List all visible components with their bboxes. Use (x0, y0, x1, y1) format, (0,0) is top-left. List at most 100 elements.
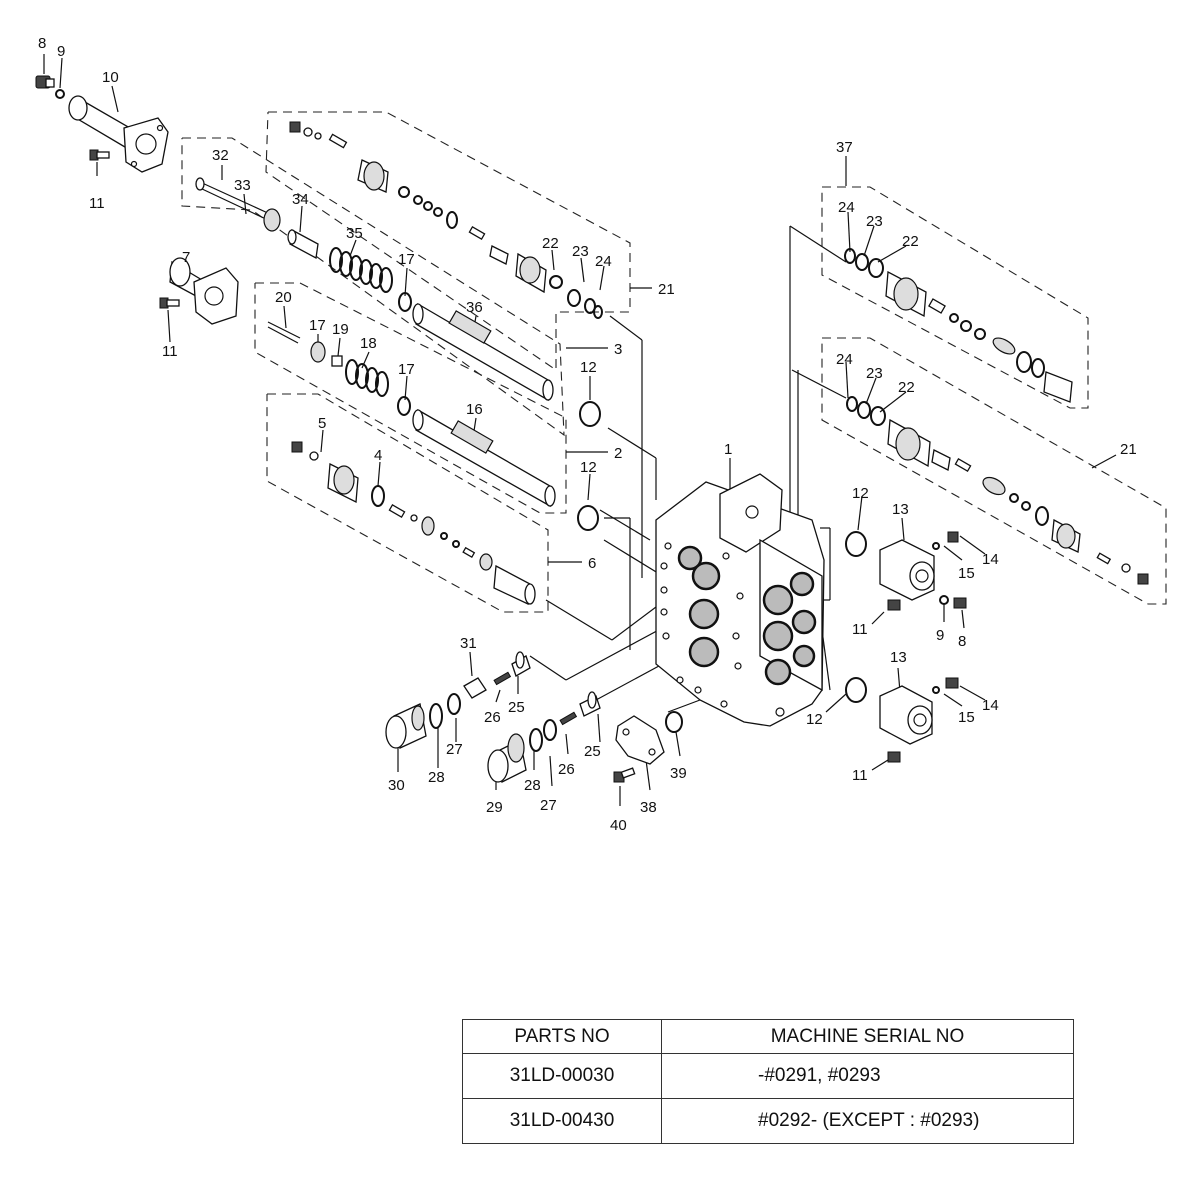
block-13-lower (845, 677, 959, 763)
callout-39: 39 (670, 765, 687, 782)
callout-11: 11 (89, 195, 105, 212)
ring-28-right (529, 728, 543, 752)
group-outline-37 (821, 186, 1089, 409)
callout-15: 15 (958, 709, 975, 726)
parts-no-cell: 31LD-00030 (462, 1053, 662, 1099)
callout-18: 18 (360, 335, 377, 352)
callout-24: 24 (595, 253, 612, 270)
valve-body-1-bolt-holes (660, 542, 785, 717)
callout-24: 24 (836, 351, 853, 368)
table-row: 31LD-00030 -#0291, #0293 (462, 1053, 1074, 1099)
o-ring-12-lower (577, 505, 599, 531)
serial-no-cell: #0292- (EXCEPT : #0293) (661, 1098, 1074, 1144)
callout-21: 21 (1120, 441, 1137, 458)
parts-no-cell: 31LD-00430 (462, 1098, 662, 1144)
group-outline-2 (181, 137, 565, 437)
callout-16: 16 (466, 401, 483, 418)
callout-27: 27 (446, 741, 463, 758)
callout-14: 14 (982, 697, 999, 714)
callout-5: 5 (318, 415, 326, 432)
callout-32: 32 (212, 147, 229, 164)
o-ring-9-top-left (55, 89, 65, 99)
callout-34: 34 (292, 191, 309, 208)
relief-valve-21-top (289, 121, 603, 319)
relief-valve-6 (291, 441, 536, 605)
filter-31 (463, 677, 487, 699)
callout-17: 17 (398, 251, 415, 268)
callout-25: 25 (508, 699, 525, 716)
callout-12: 12 (580, 459, 597, 476)
seat-17-lower (397, 396, 411, 416)
o-ring-27-left (447, 693, 461, 715)
spool-16 (412, 408, 556, 508)
header-parts-no: PARTS NO (462, 1019, 662, 1054)
callout-20: 20 (275, 289, 292, 306)
callout-23: 23 (866, 213, 883, 230)
callout-23: 23 (572, 243, 589, 260)
poppet-25-right (579, 691, 601, 717)
callout-17: 17 (309, 317, 326, 334)
callout-22: 22 (902, 233, 919, 250)
spring-26-right (559, 711, 578, 726)
group-outline-6 (266, 393, 549, 613)
callout-29: 29 (486, 799, 503, 816)
spool-rod-32 (195, 177, 271, 221)
callout-11: 11 (852, 767, 868, 784)
callout-8: 8 (958, 633, 966, 650)
callout-12: 12 (580, 359, 597, 376)
table-row: 31LD-00430 #0292- (EXCEPT : #0293) (462, 1098, 1074, 1144)
ring-28-left (429, 703, 443, 729)
callout-37: 37 (836, 139, 853, 156)
callout-21: 21 (658, 281, 675, 298)
valve-body-1 (655, 473, 825, 727)
callout-23: 23 (866, 365, 883, 382)
callout-11: 11 (852, 621, 868, 638)
callout-12: 12 (806, 711, 823, 728)
block-13-upper (845, 531, 967, 611)
valve-body-1-ports (677, 545, 817, 686)
o-ring-12-upper (579, 401, 601, 427)
table-header-row: PARTS NO MACHINE SERIAL NO (462, 1019, 1074, 1054)
callout-3: 3 (614, 341, 622, 358)
callout-15: 15 (958, 565, 975, 582)
o-ring-39 (665, 711, 683, 733)
callout-30: 30 (388, 777, 405, 794)
cover-10 (68, 95, 169, 173)
callout-25: 25 (584, 743, 601, 760)
relief-valve-21-right (846, 396, 1149, 585)
bolt-11-left (159, 297, 180, 309)
cover-38 (615, 715, 665, 765)
bolt-40 (613, 767, 636, 783)
callout-12: 12 (852, 485, 869, 502)
seat-17-middle (310, 341, 326, 363)
callout-38: 38 (640, 799, 657, 816)
callout-17: 17 (398, 361, 415, 378)
spool-rod-20 (267, 321, 301, 344)
spring-26-left (493, 671, 512, 686)
callout-27: 27 (540, 797, 557, 814)
spring-seat-33 (263, 208, 281, 232)
callout-4: 4 (374, 447, 382, 464)
callout-11: 11 (162, 343, 178, 360)
stopper-19 (331, 355, 343, 367)
callout-13: 13 (890, 649, 907, 666)
group-outline-21-right (821, 337, 1167, 605)
callout-28: 28 (524, 777, 541, 794)
callout-9: 9 (57, 43, 65, 60)
callout-22: 22 (542, 235, 559, 252)
callout-31: 31 (460, 635, 477, 652)
spool-36 (412, 302, 554, 402)
spring-35 (329, 247, 393, 293)
leader-lines (43, 54, 1117, 806)
relief-valve-37 (844, 248, 1073, 403)
callout-40: 40 (610, 817, 627, 834)
callout-19: 19 (332, 321, 349, 338)
bolt-11-top (89, 149, 110, 161)
callout-2: 2 (614, 445, 622, 462)
callout-33: 33 (234, 177, 251, 194)
poppet-25-left (511, 651, 531, 677)
cover-7 (169, 257, 239, 325)
callout-26: 26 (484, 709, 501, 726)
plug-29 (487, 733, 527, 783)
